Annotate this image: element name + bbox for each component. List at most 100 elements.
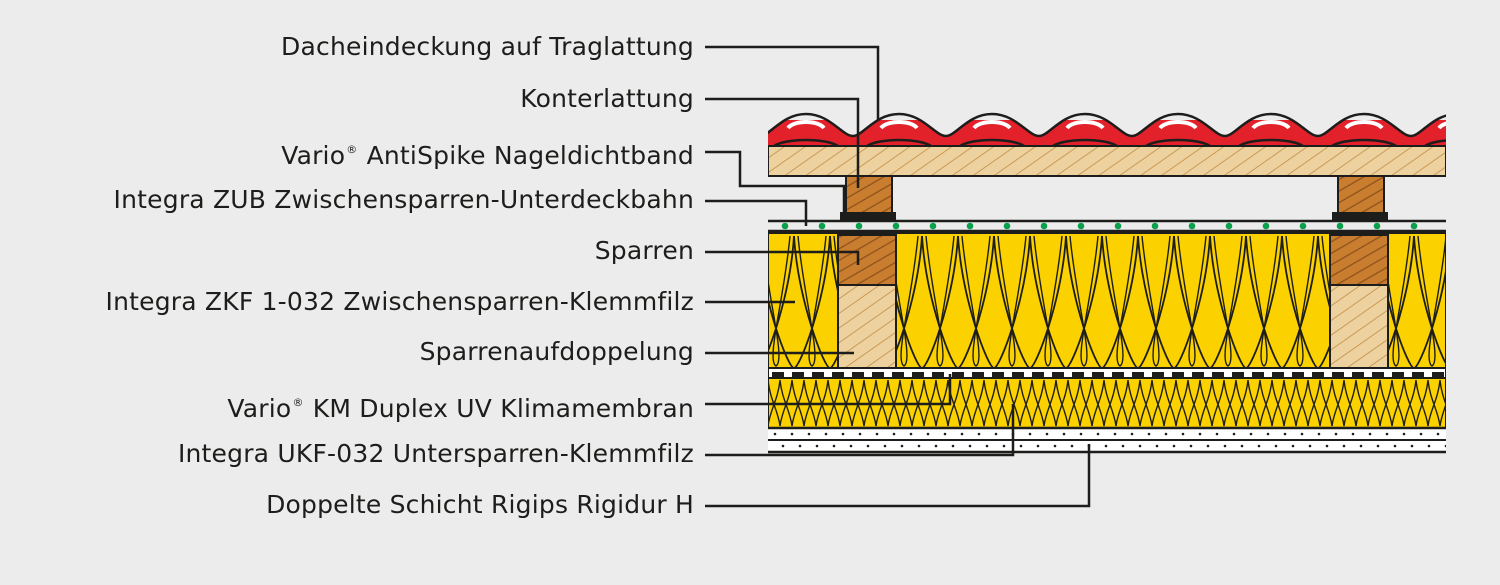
board-dot	[849, 444, 853, 448]
membrane-mark	[1092, 372, 1104, 377]
tile-highlight	[1158, 120, 1198, 130]
insulation-loop-inner	[797, 235, 827, 367]
board-dot	[875, 432, 879, 436]
board-dot	[866, 444, 870, 448]
board-dot	[1402, 432, 1406, 436]
roof-tiles	[768, 110, 1446, 148]
membrane-dot	[1077, 222, 1085, 230]
insulation-loop-inner	[961, 235, 991, 367]
board-dot	[1342, 444, 1346, 448]
board-dot	[994, 432, 998, 436]
membrane-mark	[1232, 372, 1244, 377]
membrane-mark	[1032, 372, 1044, 377]
board-dot	[1266, 432, 1270, 436]
board-dot	[1172, 444, 1176, 448]
board-dot	[815, 444, 819, 448]
label-dacheindeckung: Dacheindeckung auf Traglattung	[281, 32, 694, 61]
membrane-dot	[855, 222, 863, 230]
board-dot	[1147, 432, 1151, 436]
membrane-dot	[1003, 222, 1011, 230]
tile-sky-cutout	[768, 110, 1446, 136]
board-dot	[968, 444, 972, 448]
label-km-duplex: Vario® KM Duplex UV Klimamembran	[227, 394, 694, 423]
board-dot	[892, 432, 896, 436]
board-dot	[1045, 432, 1049, 436]
insulation-loop-inner	[1033, 235, 1063, 367]
leader-km-duplex	[705, 374, 952, 406]
insulation-loop-inner	[1381, 235, 1411, 367]
board-dot	[1334, 432, 1338, 436]
membrane-mark	[1292, 372, 1304, 377]
board-dot	[985, 444, 989, 448]
membrane-mark	[1112, 372, 1124, 377]
board-dot	[781, 444, 785, 448]
membrane-mark	[1272, 372, 1284, 377]
membrane-mark	[952, 372, 964, 377]
insulation-loop-inner	[1249, 235, 1279, 367]
membrane-mark	[792, 372, 804, 377]
membrane-mark	[1132, 372, 1144, 377]
board-dot	[858, 432, 862, 436]
board-dot	[824, 432, 828, 436]
board-dot	[1036, 444, 1040, 448]
board-dot	[1113, 432, 1117, 436]
board-dot	[1385, 432, 1389, 436]
membrane-dot	[1336, 222, 1344, 230]
membrane-mark	[972, 372, 984, 377]
tile-underside	[1238, 138, 1304, 148]
board-dot	[790, 432, 794, 436]
board-dot	[1155, 444, 1159, 448]
membrane-mark	[1432, 372, 1444, 377]
membrane-dot	[892, 222, 900, 230]
board-dot	[1257, 444, 1261, 448]
tile-underside	[773, 138, 839, 148]
board-dot	[1351, 432, 1355, 436]
leader-rigidur	[705, 444, 1091, 508]
board-dot	[1359, 444, 1363, 448]
board-dot	[1291, 444, 1295, 448]
board-dot	[1444, 444, 1446, 448]
membrane-mark	[1172, 372, 1184, 377]
board-dot	[1300, 432, 1304, 436]
leader-konterlattung	[705, 97, 860, 188]
underdeck-membrane	[768, 219, 1446, 233]
membrane-mark	[1192, 372, 1204, 377]
membrane-mark	[1412, 372, 1424, 377]
gypsum-boards	[768, 426, 1446, 454]
tile-highlight	[879, 120, 919, 130]
board-dot	[807, 432, 811, 436]
board-dot	[1317, 432, 1321, 436]
tile-highlight	[1344, 120, 1384, 130]
membrane-mark	[872, 372, 884, 377]
board-dot	[1240, 444, 1244, 448]
membrane-dot	[1040, 222, 1048, 230]
board-dot	[773, 432, 777, 436]
board-dot	[917, 444, 921, 448]
board-dot	[1325, 444, 1329, 448]
membrane-mark	[832, 372, 844, 377]
board-dot	[1308, 444, 1312, 448]
membrane-mark	[1372, 372, 1384, 377]
membrane-mark	[992, 372, 1004, 377]
board-dot	[1062, 432, 1066, 436]
membrane-dot	[966, 222, 974, 230]
board-dot	[1427, 444, 1431, 448]
counter-batten-right	[1332, 175, 1388, 221]
board-dot	[1376, 444, 1380, 448]
leader-antispike	[705, 150, 846, 215]
membrane-mark	[1332, 372, 1344, 377]
tile-highlight	[972, 120, 1012, 130]
insulation-loop-inner	[1177, 235, 1207, 367]
registered-mark: ®	[292, 396, 304, 409]
tile-highlight	[1437, 121, 1446, 130]
insulation-loop-inner	[1213, 235, 1243, 367]
board-dot	[1232, 432, 1236, 436]
board-dot	[934, 444, 938, 448]
tile-underside	[1331, 138, 1397, 148]
board-dot	[798, 444, 802, 448]
tile-underside	[1052, 138, 1118, 148]
label-konterlattung: Konterlattung	[520, 84, 694, 113]
membrane-mark	[892, 372, 904, 377]
